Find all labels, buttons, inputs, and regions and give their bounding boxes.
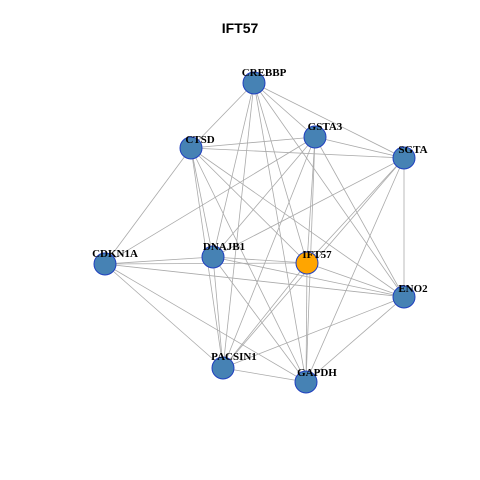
edge-gsta3-dnajb1 [212, 136, 316, 258]
edge-cdkn1a-eno2 [104, 263, 405, 298]
node-label-cdkn1a: CDKN1A [92, 248, 138, 260]
node-sgta[interactable]: SGTA [392, 144, 428, 170]
edge-gsta3-pacsin1 [222, 136, 316, 369]
chart-title: IFT57 [221, 20, 259, 36]
edge-ctsd-sgta [190, 147, 405, 159]
node-ift57[interactable]: IFT57 [295, 249, 332, 275]
edge-cdkn1a-gapdh [104, 263, 307, 383]
node-label-ift57: IFT57 [302, 249, 332, 261]
edge-cdkn1a-dnajb1 [104, 256, 214, 265]
node-label-ctsd: CTSD [185, 134, 214, 146]
edge-gsta3-eno2 [314, 136, 405, 298]
node-pacsin1[interactable]: PACSIN1 [211, 351, 257, 380]
node-gapdh[interactable]: GAPDH [294, 367, 337, 394]
edge-cdkn1a-pacsin1 [104, 263, 224, 369]
edge-ctsd-eno2 [190, 147, 405, 298]
node-circle-ift57[interactable] [295, 251, 319, 275]
node-circle-sgta[interactable] [392, 146, 416, 170]
edge-crebbp-gapdh [253, 82, 307, 383]
edge-sgta-ift57 [306, 157, 405, 264]
node-label-sgta: SGTA [398, 144, 427, 156]
node-label-gapdh: GAPDH [297, 367, 337, 379]
edge-ctsd-cdkn1a [104, 147, 192, 265]
node-ctsd[interactable]: CTSD [179, 134, 215, 160]
edge-pacsin1-gapdh [222, 367, 307, 383]
node-label-pacsin1: PACSIN1 [211, 351, 257, 363]
edge-eno2-pacsin1 [222, 296, 405, 369]
edge-crebbp-ift57 [253, 82, 308, 264]
edge-gsta3-sgta [314, 136, 405, 159]
node-label-dnajb1: DNAJB1 [203, 241, 245, 253]
edge-crebbp-ctsd [190, 82, 255, 149]
node-circle-cdkn1a[interactable] [93, 252, 117, 276]
edge-ctsd-dnajb1 [190, 147, 214, 258]
node-label-eno2: ENO2 [398, 283, 428, 295]
edge-ctsd-gsta3 [190, 136, 316, 149]
edge-crebbp-gsta3 [253, 82, 316, 138]
edge-crebbp-dnajb1 [212, 82, 255, 258]
node-circle-crebbp[interactable] [242, 71, 266, 95]
node-dnajb1[interactable]: DNAJB1 [201, 241, 245, 269]
edge-gsta3-ift57 [306, 136, 316, 264]
node-circle-gsta3[interactable] [303, 125, 327, 149]
node-circle-pacsin1[interactable] [211, 356, 235, 380]
edge-sgta-gapdh [305, 157, 405, 383]
edge-gsta3-cdkn1a [104, 136, 316, 265]
edge-sgta-dnajb1 [212, 157, 405, 258]
node-circle-gapdh[interactable] [294, 370, 318, 394]
edge-dnajb1-eno2 [212, 256, 405, 298]
edge-crebbp-sgta [253, 82, 405, 159]
edge-dnajb1-pacsin1 [212, 256, 224, 369]
node-label-gsta3: GSTA3 [308, 121, 343, 133]
edge-ift57-pacsin1 [222, 262, 308, 369]
node-cdkn1a[interactable]: CDKN1A [92, 248, 138, 276]
edge-ctsd-ift57 [190, 147, 308, 264]
edge-eno2-gapdh [305, 296, 405, 383]
node-circle-ctsd[interactable] [179, 136, 203, 160]
node-eno2[interactable]: ENO2 [392, 283, 428, 309]
edge-dnajb1-ift57 [212, 256, 308, 264]
node-label-crebbp: CREBBP [242, 67, 287, 79]
edge-ift57-eno2 [306, 262, 405, 298]
edge-crebbp-eno2 [253, 82, 405, 298]
edge-crebbp-pacsin1 [222, 82, 255, 369]
node-gsta3[interactable]: GSTA3 [303, 121, 343, 149]
edge-dnajb1-gapdh [212, 256, 307, 383]
edge-layer [104, 82, 405, 383]
node-crebbp[interactable]: CREBBP [242, 67, 287, 95]
edge-ift57-gapdh [305, 262, 308, 383]
node-circle-dnajb1[interactable] [201, 245, 225, 269]
node-circle-eno2[interactable] [392, 285, 416, 309]
